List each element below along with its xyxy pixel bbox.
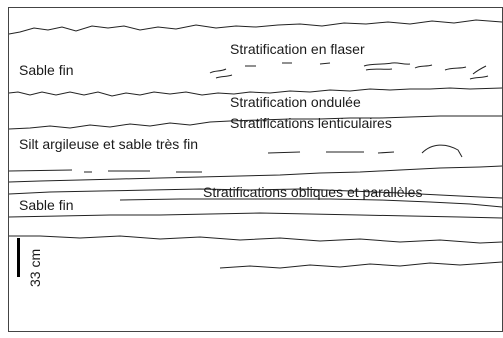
label-obliques: Stratifications obliques et parallèles (203, 184, 422, 200)
lenticular-lenses (267, 144, 463, 158)
flaser-lenses (209, 62, 489, 80)
label-lenticulaires: Stratifications lenticulaires (230, 115, 392, 131)
boundary-sand-base-1 (8, 212, 503, 219)
boundary-top (8, 19, 503, 35)
wavy-lamina-1 (8, 115, 502, 130)
label-sable-fin-top: Sable fin (19, 62, 73, 78)
label-sable-fin-bottom: Sable fin (19, 197, 73, 213)
oblique-lamina-2 (119, 198, 503, 208)
scale-bar-label: 33 cm (27, 249, 43, 287)
oblique-lamina-1 (8, 188, 503, 199)
boundary-sand-wavy (8, 87, 503, 97)
label-flaser: Stratification en flaser (230, 41, 365, 57)
boundary-silt-base (8, 165, 503, 183)
silt-dashes (8, 169, 202, 173)
boundary-bottom-wavy (219, 261, 503, 269)
boundary-sand-base-2 (9, 235, 503, 244)
label-ondulee: Stratification ondulée (230, 94, 361, 110)
label-silt: Silt argileuse et sable très fin (19, 136, 198, 152)
